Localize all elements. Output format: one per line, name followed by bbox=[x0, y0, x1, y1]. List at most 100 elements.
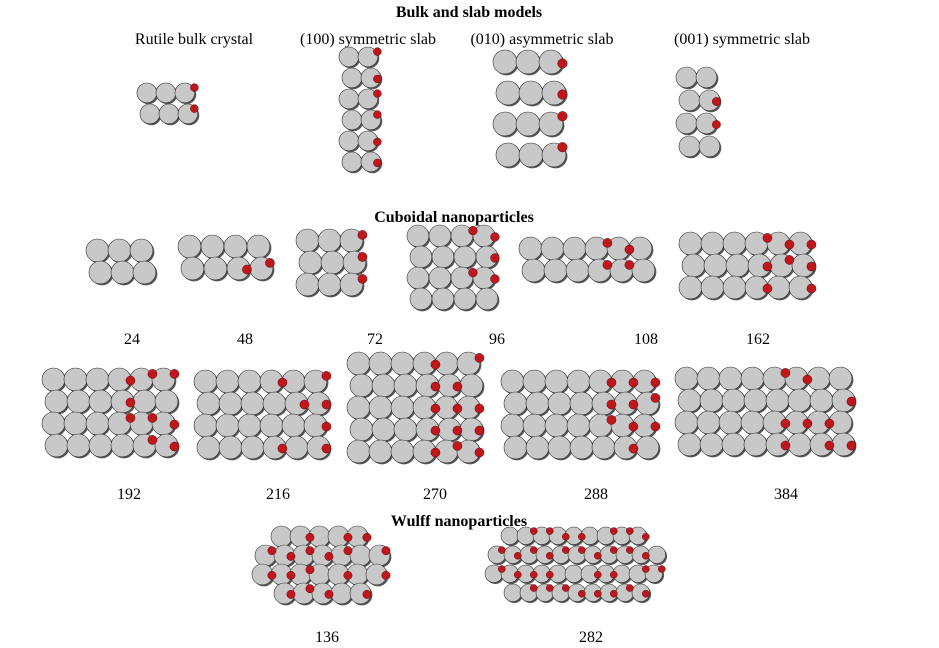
o-atom bbox=[190, 104, 199, 113]
o-atom bbox=[780, 418, 790, 428]
ti-atom bbox=[139, 103, 161, 125]
ti-atom bbox=[295, 272, 319, 296]
o-atom bbox=[562, 546, 570, 555]
o-atom bbox=[514, 571, 522, 579]
ti-atom bbox=[240, 391, 264, 415]
o-atom bbox=[468, 268, 478, 278]
ti-atom bbox=[459, 373, 483, 397]
ti-atom bbox=[522, 413, 546, 437]
o-atom bbox=[267, 570, 276, 580]
o-atom bbox=[373, 158, 382, 168]
ti-atom bbox=[338, 88, 360, 110]
o-atom bbox=[602, 259, 612, 270]
ti-atom bbox=[406, 224, 430, 248]
ti-atom bbox=[718, 366, 742, 390]
nanoparticle-24-model bbox=[85, 238, 157, 285]
nanoparticle-384-label: 384 bbox=[774, 486, 798, 503]
nanoparticle-96-label: 96 bbox=[489, 331, 505, 348]
ti-atom bbox=[154, 389, 178, 413]
o-atom bbox=[147, 368, 157, 379]
o-atom bbox=[628, 421, 638, 431]
ti-atom bbox=[453, 245, 477, 269]
ti-atom bbox=[564, 564, 584, 584]
ti-atom bbox=[678, 135, 700, 157]
o-atom bbox=[430, 359, 440, 369]
nanoparticle-288-label: 288 bbox=[584, 486, 608, 503]
ti-atom bbox=[518, 236, 542, 260]
o-atom bbox=[626, 546, 634, 555]
ti-atom bbox=[158, 103, 180, 125]
o-atom bbox=[190, 83, 199, 92]
o-atom bbox=[373, 47, 382, 56]
o-atom bbox=[606, 399, 616, 409]
ti-atom bbox=[409, 287, 433, 311]
o-atom bbox=[578, 546, 586, 555]
o-atom bbox=[430, 381, 440, 391]
ti-atom bbox=[503, 391, 527, 415]
o-atom bbox=[562, 584, 570, 593]
wulff-136-label: 136 bbox=[315, 629, 339, 646]
o-atom bbox=[557, 111, 568, 122]
slab-100-model bbox=[338, 46, 383, 174]
ti-atom bbox=[591, 435, 615, 459]
slab-010-label: (010) asymmetric slab bbox=[470, 31, 614, 48]
ti-atom bbox=[223, 234, 247, 258]
ti-atom bbox=[174, 82, 196, 104]
o-atom bbox=[373, 137, 382, 147]
nanoparticle-288-model bbox=[500, 369, 660, 460]
o-atom bbox=[642, 533, 650, 541]
ti-atom bbox=[341, 67, 363, 89]
ti-atom bbox=[569, 435, 593, 459]
nanoparticle-192-model bbox=[41, 367, 179, 458]
o-atom bbox=[762, 283, 772, 293]
ti-atom bbox=[722, 275, 746, 299]
nanoparticle-192-label: 192 bbox=[117, 486, 141, 503]
o-atom bbox=[642, 590, 650, 598]
ti-atom bbox=[525, 391, 549, 415]
ti-atom bbox=[215, 413, 239, 437]
ti-atom bbox=[317, 228, 341, 252]
o-atom bbox=[373, 89, 382, 98]
ti-atom bbox=[696, 410, 720, 434]
o-atom bbox=[784, 254, 794, 265]
nanoparticle-108-model bbox=[518, 236, 656, 283]
ti-atom bbox=[428, 224, 452, 248]
nanoparticle-48-label: 48 bbox=[237, 331, 253, 348]
ti-atom bbox=[566, 413, 590, 437]
o-atom bbox=[490, 253, 500, 263]
ti-atom bbox=[349, 373, 373, 397]
o-atom bbox=[474, 425, 484, 435]
ti-atom bbox=[721, 432, 745, 456]
o-atom bbox=[802, 418, 812, 428]
ti-atom bbox=[500, 526, 520, 546]
ti-atom bbox=[129, 238, 153, 262]
o-atom bbox=[474, 352, 484, 363]
o-atom bbox=[626, 527, 634, 536]
ti-atom bbox=[538, 111, 564, 137]
o-atom bbox=[264, 257, 275, 268]
ti-atom bbox=[721, 388, 745, 412]
ti-atom bbox=[132, 260, 156, 284]
o-atom bbox=[846, 396, 856, 406]
ti-atom bbox=[180, 256, 204, 280]
o-atom bbox=[624, 259, 634, 270]
o-atom bbox=[578, 590, 586, 598]
ti-atom bbox=[281, 413, 305, 437]
o-atom bbox=[650, 421, 660, 431]
wulff-136-model bbox=[251, 525, 391, 605]
o-atom bbox=[305, 583, 314, 593]
o-atom bbox=[357, 229, 367, 240]
ti-atom bbox=[66, 389, 90, 413]
ti-atom bbox=[409, 245, 433, 269]
ti-atom bbox=[699, 388, 723, 412]
o-atom bbox=[530, 571, 538, 579]
ti-atom bbox=[341, 109, 363, 131]
ti-atom bbox=[647, 545, 667, 565]
ti-atom bbox=[699, 432, 723, 456]
ti-atom bbox=[503, 435, 527, 459]
slab-001-label: (001) symmetric slab bbox=[674, 31, 810, 48]
ti-atom bbox=[743, 432, 767, 456]
ti-atom bbox=[196, 435, 220, 459]
ti-atom bbox=[110, 433, 134, 457]
ti-atom bbox=[218, 435, 242, 459]
